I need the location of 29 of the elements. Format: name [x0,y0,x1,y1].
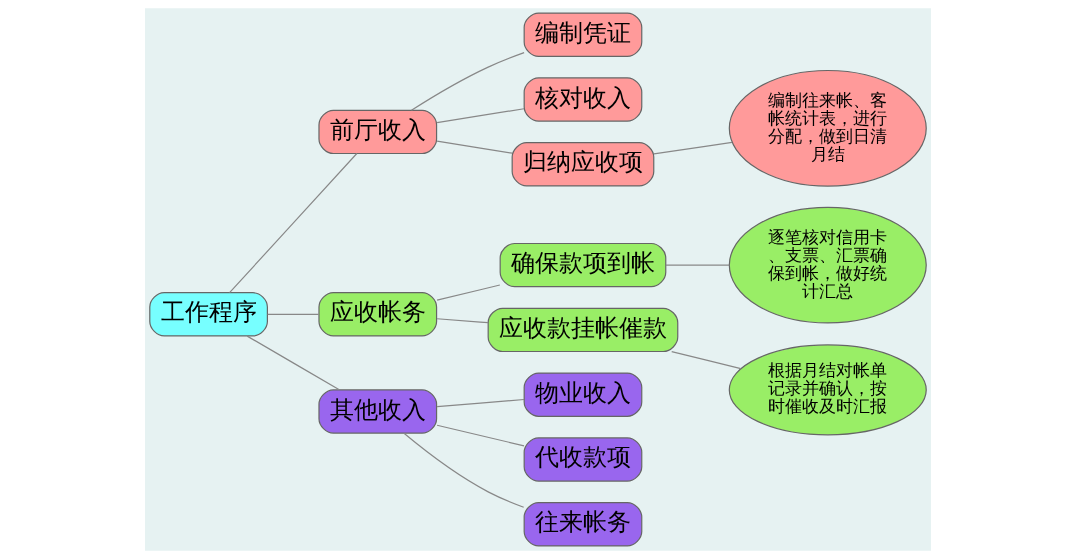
node-box: 物业收入 [523,372,643,417]
connector [229,152,358,294]
node-box: 确保款项到帐 [499,242,667,288]
node-box: 其他收入 [318,389,438,434]
node-ellipse: 编制往来帐、客帐统计表，进行分配，做到日清月结 [728,69,927,187]
node-box: 编制凭证 [523,12,643,57]
node-box: 归纳应收项 [511,142,655,187]
connector [436,140,513,154]
node-box: 应收帐务 [318,292,438,337]
node-ellipse: 逐笔核对信用卡、支票、汇票确保到帐，做好统计汇总 [728,206,927,324]
connector [436,284,501,301]
connector [436,108,525,124]
node-box: 核对收入 [523,77,643,122]
connector [436,424,525,447]
node-ellipse: 根据月结对帐单记录并确认，按时催收及时汇报 [728,344,927,436]
node-box: 工作程序 [149,292,268,337]
connector [653,141,733,155]
connector [267,313,320,315]
connector [665,264,730,266]
node-box: 往来帐务 [523,502,643,547]
connector [410,52,525,111]
connector [436,398,525,408]
node-box: 代收款项 [523,437,643,482]
connector [246,335,340,391]
node-box: 前厅收入 [318,109,438,155]
connector [436,318,489,324]
connector [671,350,742,370]
connector [403,432,525,508]
node-box: 应收款挂帐催款 [487,307,679,353]
